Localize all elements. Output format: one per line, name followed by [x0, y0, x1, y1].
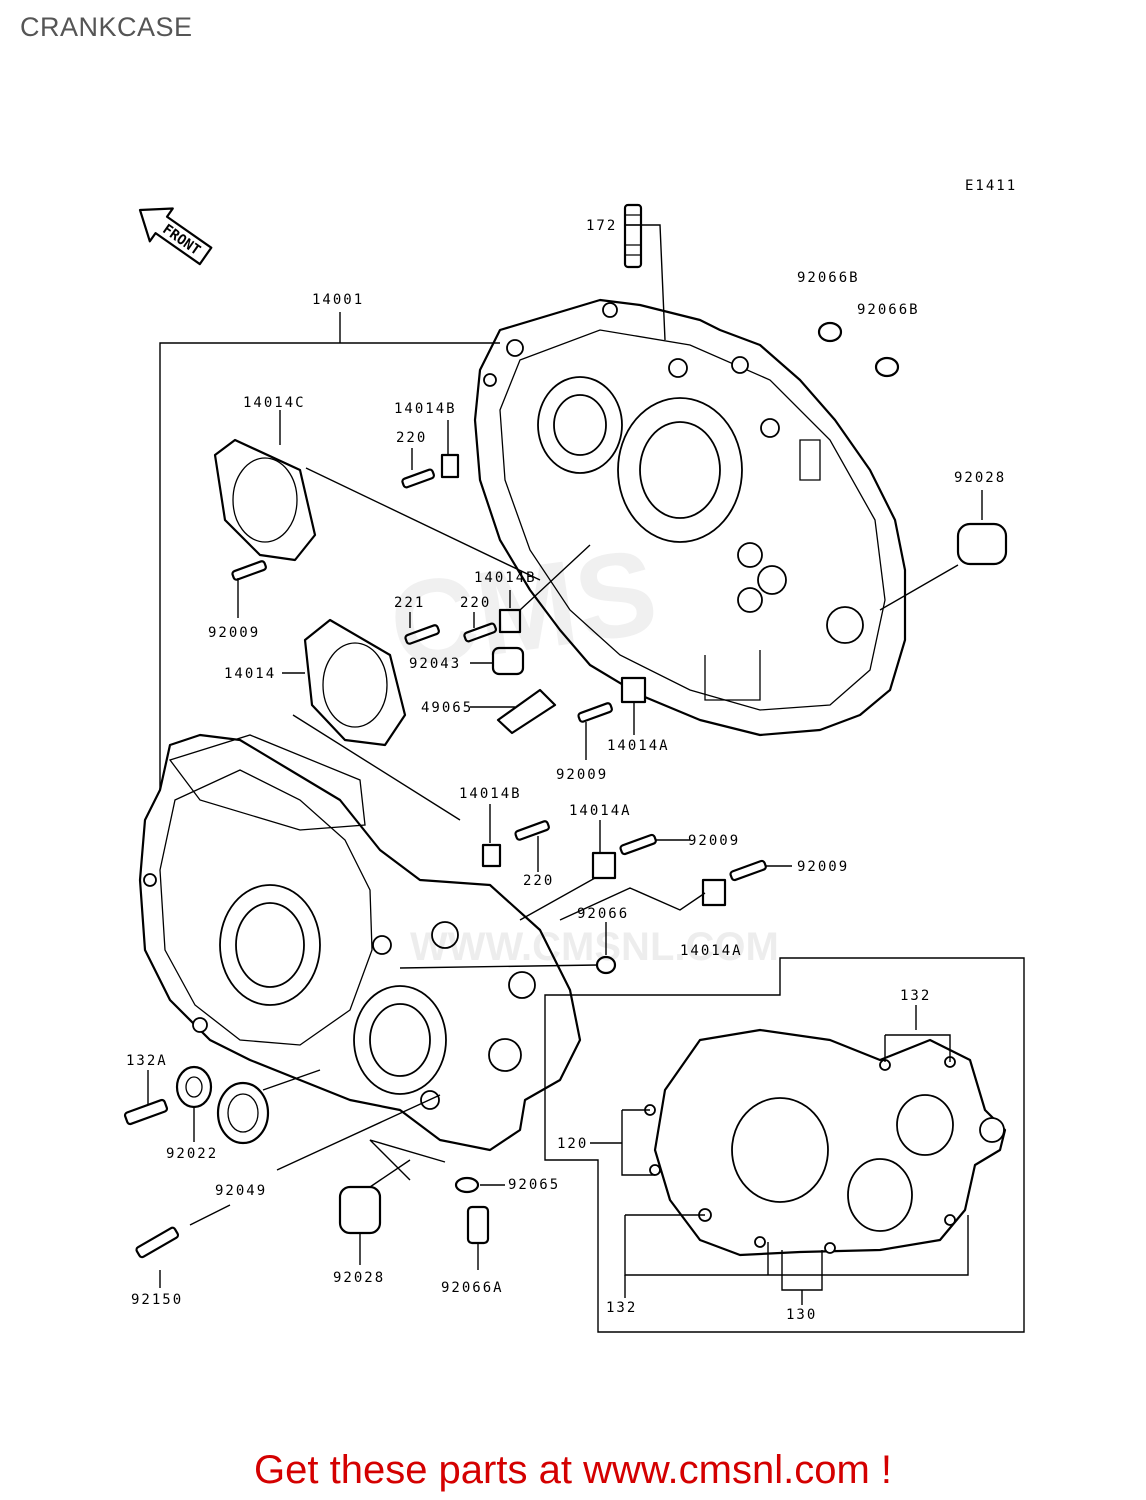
- callout-92009-3: 92009: [688, 833, 740, 849]
- screw-92009-4: [729, 859, 767, 882]
- ref-code: E1411: [965, 178, 1017, 194]
- callout-92009-4: 92009: [797, 859, 849, 875]
- bolt-132a: [123, 1098, 169, 1126]
- screw-92009-2: [577, 702, 613, 723]
- callout-172: 172: [586, 218, 617, 234]
- bushing-92028-1: [956, 522, 1008, 566]
- screw-92009-3: [619, 833, 657, 856]
- callout-92065: 92065: [508, 1177, 560, 1193]
- callout-92009-1: 92009: [208, 625, 260, 641]
- screw-220-2: [463, 622, 498, 643]
- stud-172: [623, 203, 643, 269]
- callout-14014a-1: 14014A: [607, 738, 670, 754]
- oil-seal-92049: [216, 1081, 270, 1145]
- callout-14014b-3: 14014B: [459, 786, 522, 802]
- clip-14014a-3: [701, 878, 727, 907]
- callout-220-3: 220: [523, 873, 554, 889]
- callout-92043: 92043: [409, 656, 461, 672]
- clip-14014b-3: [481, 843, 502, 868]
- inset-detail: [544, 957, 1025, 1333]
- callout-92022: 92022: [166, 1146, 218, 1162]
- cover-14014: [303, 618, 407, 747]
- plug-92066a: [466, 1205, 490, 1245]
- callout-49065: 49065: [421, 700, 473, 716]
- callout-220-2: 220: [460, 595, 491, 611]
- leader-lines: [147, 224, 983, 1305]
- callout-130: 130: [786, 1307, 817, 1323]
- clip-14014a-1: [620, 676, 647, 704]
- callout-14014c: 14014C: [243, 395, 306, 411]
- callout-132-2: 132: [606, 1300, 637, 1316]
- callout-221: 221: [394, 595, 425, 611]
- plate-49065: [496, 688, 557, 735]
- crankcase-right-half: [473, 298, 907, 737]
- washer-92022: [175, 1065, 213, 1109]
- callout-132-1: 132: [900, 988, 931, 1004]
- callout-92066: 92066: [577, 906, 629, 922]
- bushing-92028-2: [338, 1185, 382, 1235]
- clip-14014b-1: [440, 453, 460, 479]
- callout-132a: 132A: [126, 1053, 168, 1069]
- callout-120: 120: [557, 1136, 588, 1152]
- watermark-url: WWW.CMSNL.COM: [410, 925, 779, 969]
- callout-92049: 92049: [215, 1183, 267, 1199]
- callout-14014a-2: 14014A: [569, 803, 632, 819]
- callout-92066b-1: 92066B: [797, 270, 860, 286]
- dowel-92066b-1: [817, 321, 843, 343]
- page-title: CRANKCASE: [20, 12, 193, 42]
- front-arrow-icon: FRONT: [138, 207, 213, 266]
- callout-92066b-2: 92066B: [857, 302, 920, 318]
- callout-92066a: 92066A: [441, 1280, 504, 1296]
- clip-14014b-2: [498, 608, 522, 634]
- collar-92043: [491, 646, 525, 676]
- bolt-92150: [135, 1226, 180, 1259]
- dowel-92066b-2: [874, 356, 900, 378]
- callout-14014a-3: 14014A: [680, 943, 743, 959]
- footer-link[interactable]: Get these parts at www.cmsnl.com !: [254, 1448, 892, 1492]
- cover-14014c: [213, 438, 317, 562]
- clip-14014a-2: [591, 851, 617, 880]
- callout-14014: 14014: [224, 666, 276, 682]
- callout-14001: 14001: [312, 292, 364, 308]
- washer-92065: [454, 1176, 480, 1194]
- callout-14014b-1: 14014B: [394, 401, 457, 417]
- callout-14014b-2: 14014B: [474, 570, 537, 586]
- screw-220-3: [514, 820, 550, 841]
- screw-92009-1: [231, 560, 267, 581]
- callout-92028-2: 92028: [333, 1270, 385, 1286]
- screw-221: [404, 624, 440, 645]
- callout-92028-1: 92028: [954, 470, 1006, 486]
- crankcase-left-half: [138, 733, 582, 1152]
- callout-92150: 92150: [131, 1292, 183, 1308]
- screw-220-1: [401, 468, 436, 489]
- callout-220-1: 220: [396, 430, 427, 446]
- callout-92009-2: 92009: [556, 767, 608, 783]
